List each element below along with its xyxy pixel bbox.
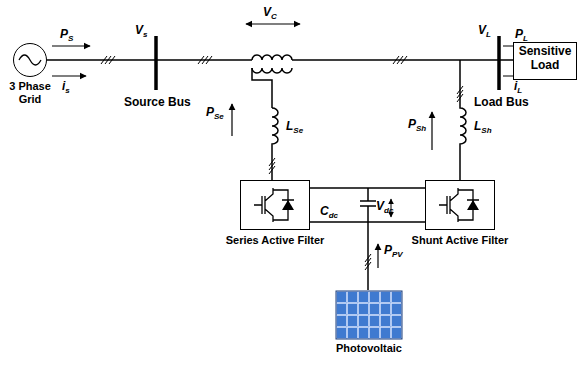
signal-symbol: is bbox=[62, 80, 70, 96]
series-filter-box: Series Active Filter bbox=[240, 180, 310, 230]
bus-name: Source Bus bbox=[124, 96, 191, 109]
signal-symbol: PPV bbox=[384, 244, 403, 260]
signal-symbol: VC bbox=[263, 6, 277, 22]
bus-name: Load Bus bbox=[474, 96, 529, 109]
node-label: Sensitive Load bbox=[514, 43, 576, 75]
signal-symbol: LSh bbox=[474, 120, 492, 136]
node-label: Photovoltaic bbox=[296, 342, 442, 355]
load-box: Sensitive Load bbox=[513, 42, 577, 80]
signal-symbol: LSe bbox=[286, 120, 303, 136]
signal-symbol: PSe bbox=[206, 106, 224, 122]
signal-symbol: iL bbox=[514, 80, 522, 96]
shunt-filter-box: Shunt Active Filter bbox=[425, 180, 495, 230]
signal-symbol: Cdc bbox=[320, 205, 338, 221]
grid-source: 3 Phase Grid bbox=[13, 43, 47, 77]
signal-symbol: Vdc bbox=[376, 200, 393, 216]
signal-symbol: Vs bbox=[135, 24, 147, 40]
signal-symbol: PS bbox=[60, 28, 73, 44]
node-label: Series Active Filter bbox=[201, 234, 349, 247]
pv-panel: Photovoltaic bbox=[336, 291, 402, 339]
node-label: 3 Phase Grid bbox=[0, 80, 60, 105]
node-label: Shunt Active Filter bbox=[386, 234, 534, 247]
signal-symbol: VL bbox=[478, 24, 491, 40]
signal-symbol: PSh bbox=[408, 118, 426, 134]
signal-symbol: PL bbox=[515, 28, 528, 44]
dc-link-wire bbox=[310, 187, 425, 189]
